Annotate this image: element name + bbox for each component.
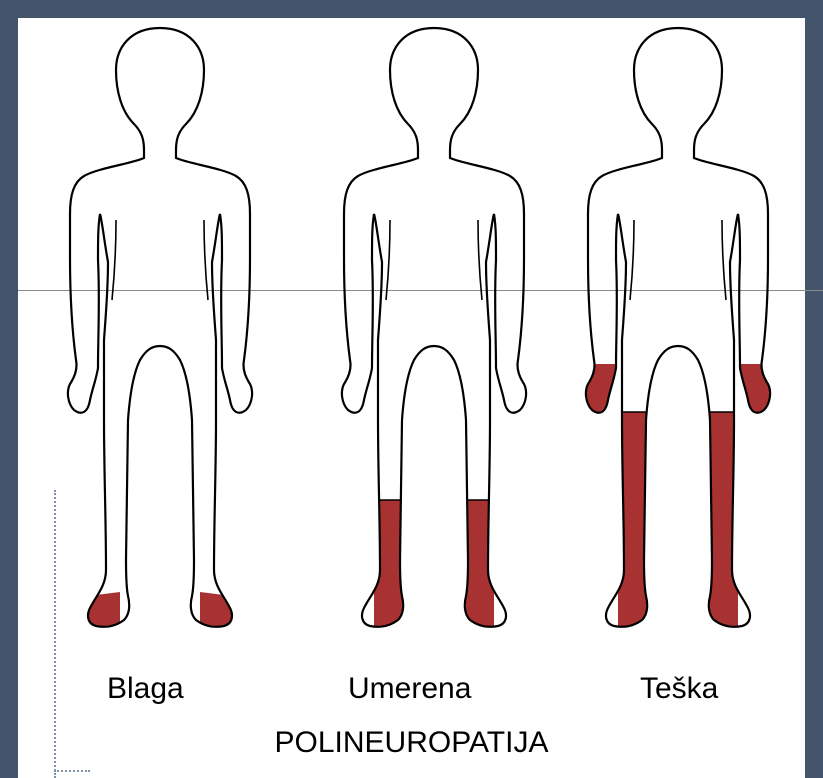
label-severe: Teška bbox=[640, 672, 718, 706]
body-outline-mild bbox=[68, 28, 252, 627]
affected-left-hand-severe bbox=[578, 364, 618, 424]
body-outline-severe bbox=[586, 28, 770, 627]
figure-mild bbox=[68, 28, 252, 640]
diagram-title: POLINEUROPATIJA bbox=[0, 726, 823, 760]
figure-moderate bbox=[342, 28, 526, 640]
label-mild: Blaga bbox=[107, 672, 184, 706]
affected-right-hand-severe bbox=[738, 364, 778, 424]
figure-severe bbox=[578, 28, 778, 640]
decorative-dotted-line-horizontal bbox=[54, 770, 90, 772]
affected-legs-severe bbox=[618, 412, 738, 640]
affected-right-foot-mild bbox=[200, 592, 240, 640]
body-outline-moderate bbox=[342, 28, 526, 627]
affected-left-foot-mild bbox=[80, 592, 120, 640]
label-moderate: Umerena bbox=[348, 672, 471, 706]
affected-lower-legs-moderate bbox=[374, 500, 494, 640]
